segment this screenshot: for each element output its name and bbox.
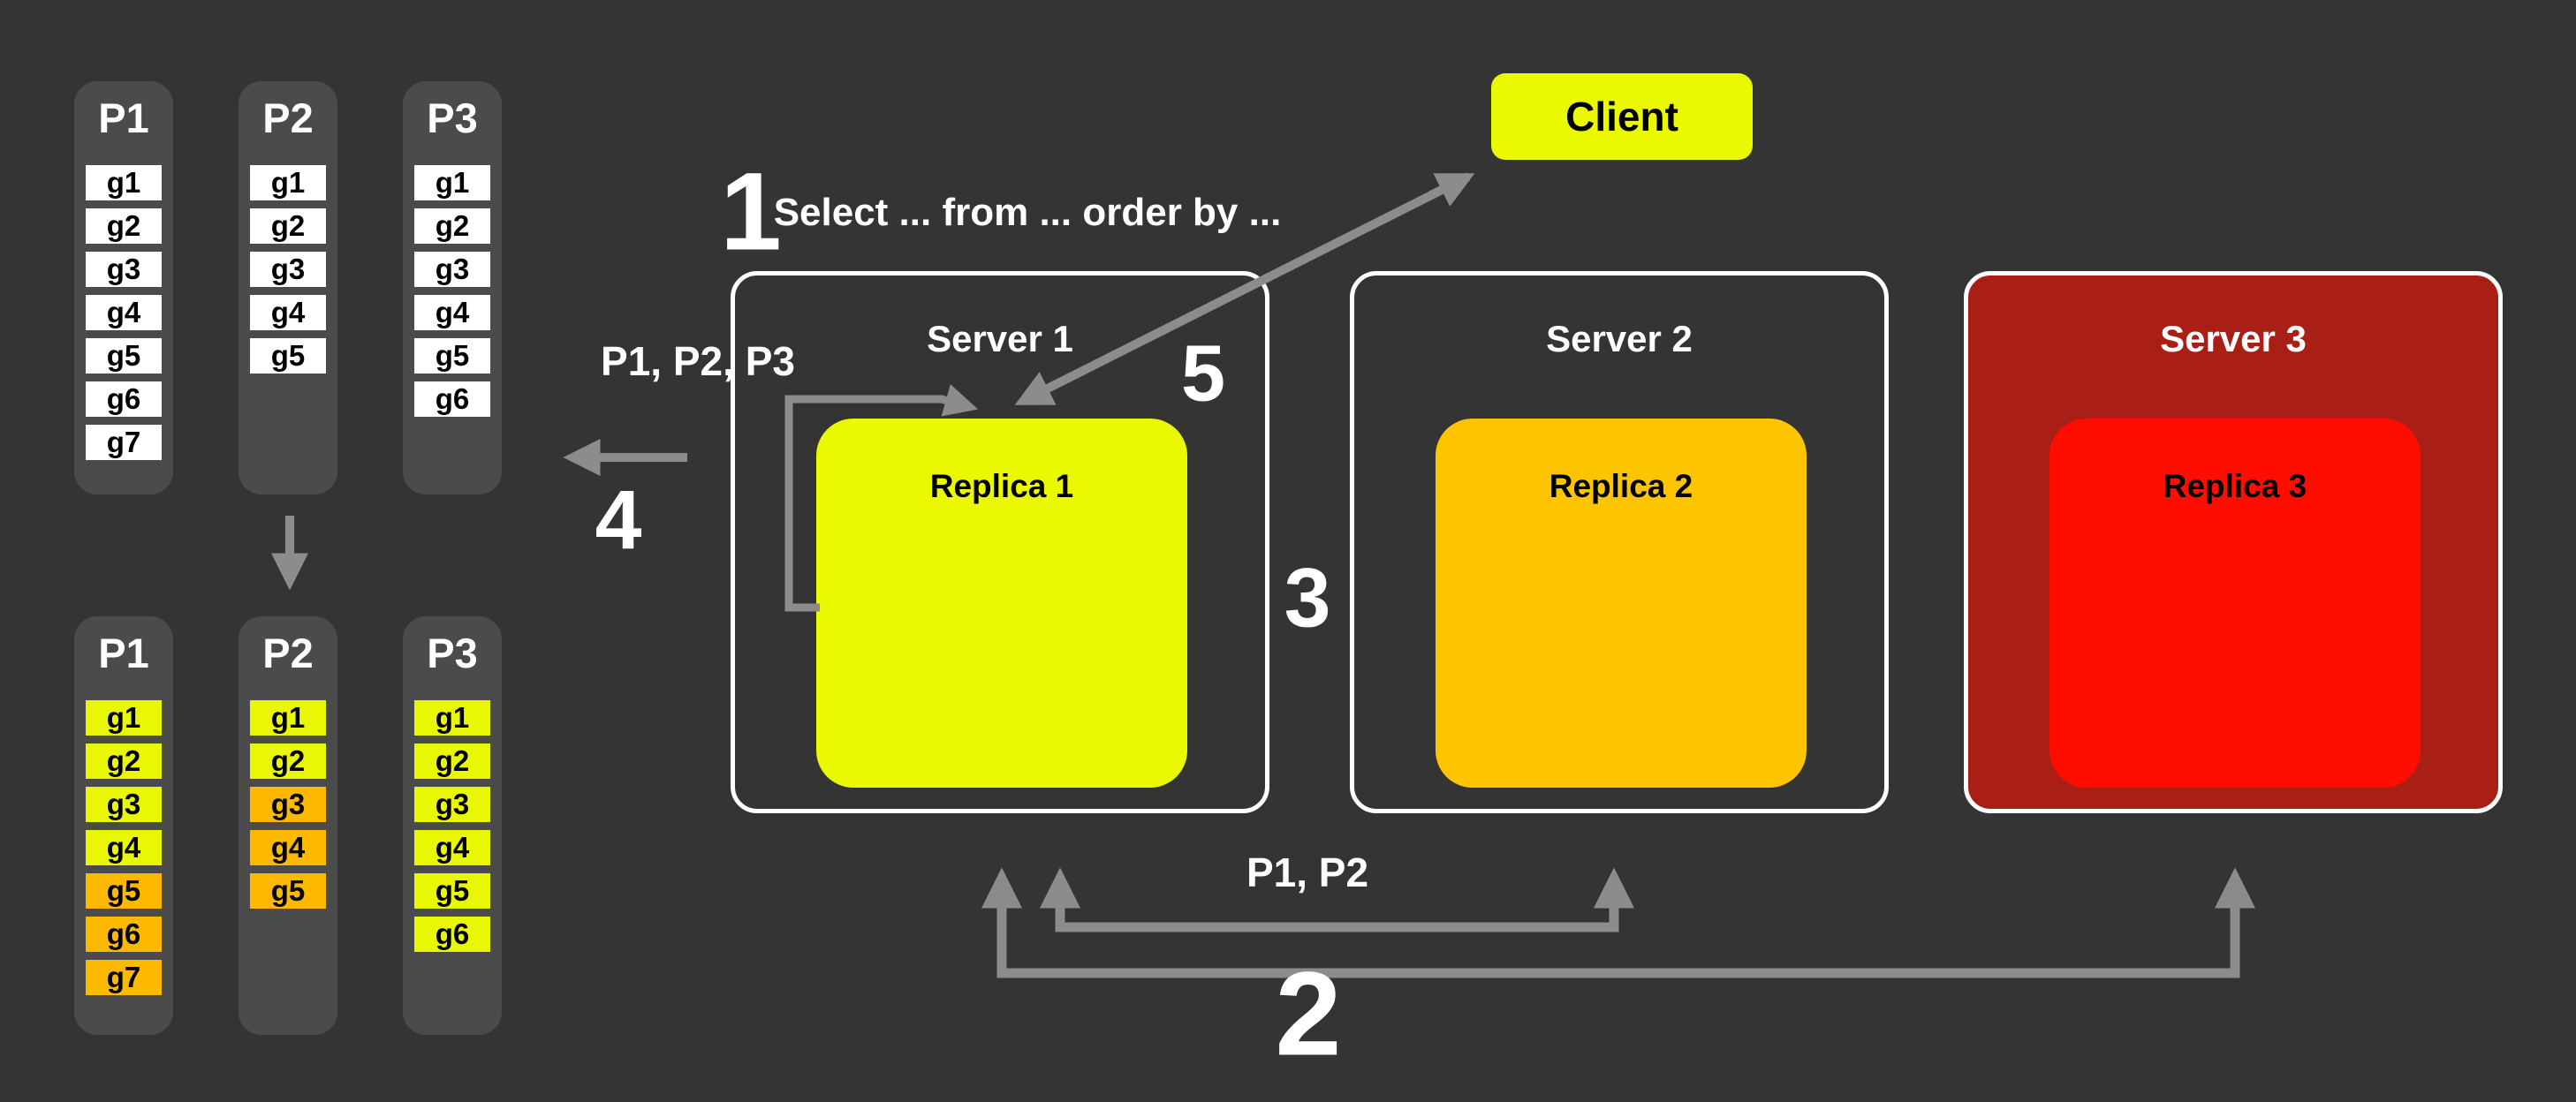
group-stack: g1 g2 g3 g4 g5 g6 <box>403 700 502 952</box>
group-box: g3 <box>414 252 490 287</box>
group-box: g3 <box>86 787 162 822</box>
group-box: g6 <box>86 381 162 417</box>
client-result-arrowhead <box>1428 173 1475 207</box>
group-box: g6 <box>86 917 162 952</box>
step-4-number: 4 <box>595 473 642 568</box>
replica-3-label: Replica 3 <box>2163 468 2307 504</box>
group-box: g3 <box>86 252 162 287</box>
group-box: g7 <box>86 425 162 460</box>
group-box: g3 <box>250 252 326 287</box>
group-stack: g1 g2 g3 g4 g5 g6 <box>403 165 502 417</box>
group-box: g1 <box>250 165 326 200</box>
replica-1-box: Replica 1 <box>816 419 1187 788</box>
group-box: g4 <box>414 295 490 330</box>
server-2-box: Server 2 Replica 2 <box>1350 271 1889 813</box>
step-3-number: 3 <box>1284 551 1331 645</box>
fanout-partitions-label: P1, P2 <box>1246 849 1369 895</box>
partition-before-p3: P3 g1 g2 g3 g4 g5 g6 <box>403 81 502 494</box>
group-box: g4 <box>414 830 490 865</box>
group-stack: g1 g2 g3 g4 g5 <box>239 700 337 909</box>
group-box: g2 <box>414 208 490 244</box>
partition-after-p3: P3 g1 g2 g3 g4 g5 g6 <box>403 616 502 1035</box>
fanout-bracket-server3 <box>996 883 2240 978</box>
group-box: g5 <box>250 873 326 909</box>
group-stack: g1 g2 g3 g4 g5 g6 g7 <box>74 700 173 995</box>
group-box: g1 <box>414 700 490 736</box>
replica-2-box: Replica 2 <box>1436 419 1807 788</box>
partition-after-p2: P2 g1 g2 g3 g4 g5 <box>239 616 337 1035</box>
group-box: g2 <box>250 208 326 244</box>
group-box: g1 <box>86 700 162 736</box>
group-box: g3 <box>414 787 490 822</box>
step-1-number: 1 <box>720 150 782 274</box>
group-stack: g1 g2 g3 g4 g5 <box>239 165 337 374</box>
partition-label: P2 <box>262 630 314 676</box>
group-box: g2 <box>414 743 490 779</box>
replica-3-box: Replica 3 <box>2049 419 2421 788</box>
client-box: Client <box>1491 73 1753 160</box>
group-box: g1 <box>86 165 162 200</box>
group-box: g5 <box>414 338 490 374</box>
step-1-query-text: Select ... from ... order by ... <box>773 191 1282 234</box>
group-box: g4 <box>250 295 326 330</box>
client-label: Client <box>1565 94 1678 140</box>
group-box: g1 <box>414 165 490 200</box>
partition-label: P3 <box>427 630 478 676</box>
group-box: g1 <box>250 700 326 736</box>
route-partitions-label: P1, P2, P3 <box>601 338 795 384</box>
group-box: g2 <box>250 743 326 779</box>
step-5-number: 5 <box>1180 329 1226 419</box>
partition-label: P2 <box>262 94 314 141</box>
server-3-label: Server 3 <box>2160 318 2307 359</box>
group-box: g6 <box>414 381 490 417</box>
replica-2-label: Replica 2 <box>1549 468 1693 504</box>
server-3-box: Server 3 Replica 3 <box>1964 271 2503 813</box>
replica-1-label: Replica 1 <box>929 468 1074 504</box>
group-box: g5 <box>414 873 490 909</box>
partition-before-p1: P1 g1 g2 g3 g4 g5 g6 g7 <box>74 81 173 494</box>
group-box: g4 <box>86 295 162 330</box>
server-2-label: Server 2 <box>1546 318 1693 359</box>
partition-after-p1: P1 g1 g2 g3 g4 g5 g6 g7 <box>74 616 173 1035</box>
partition-label: P1 <box>98 630 149 676</box>
group-box: g4 <box>250 830 326 865</box>
group-box: g3 <box>250 787 326 822</box>
group-box: g5 <box>86 338 162 374</box>
group-box: g6 <box>414 917 490 952</box>
group-stack: g1 g2 g3 g4 g5 g6 g7 <box>74 165 173 460</box>
group-box: g5 <box>86 873 162 909</box>
group-box: g2 <box>86 743 162 779</box>
partition-before-p2: P2 g1 g2 g3 g4 g5 <box>239 81 337 494</box>
step-2-number: 2 <box>1275 947 1342 1081</box>
partition-label: P3 <box>427 94 478 141</box>
partition-label: P1 <box>98 94 149 141</box>
group-box: g2 <box>86 208 162 244</box>
group-box: g5 <box>250 338 326 374</box>
group-box: g7 <box>86 960 162 995</box>
group-box: g4 <box>86 830 162 865</box>
